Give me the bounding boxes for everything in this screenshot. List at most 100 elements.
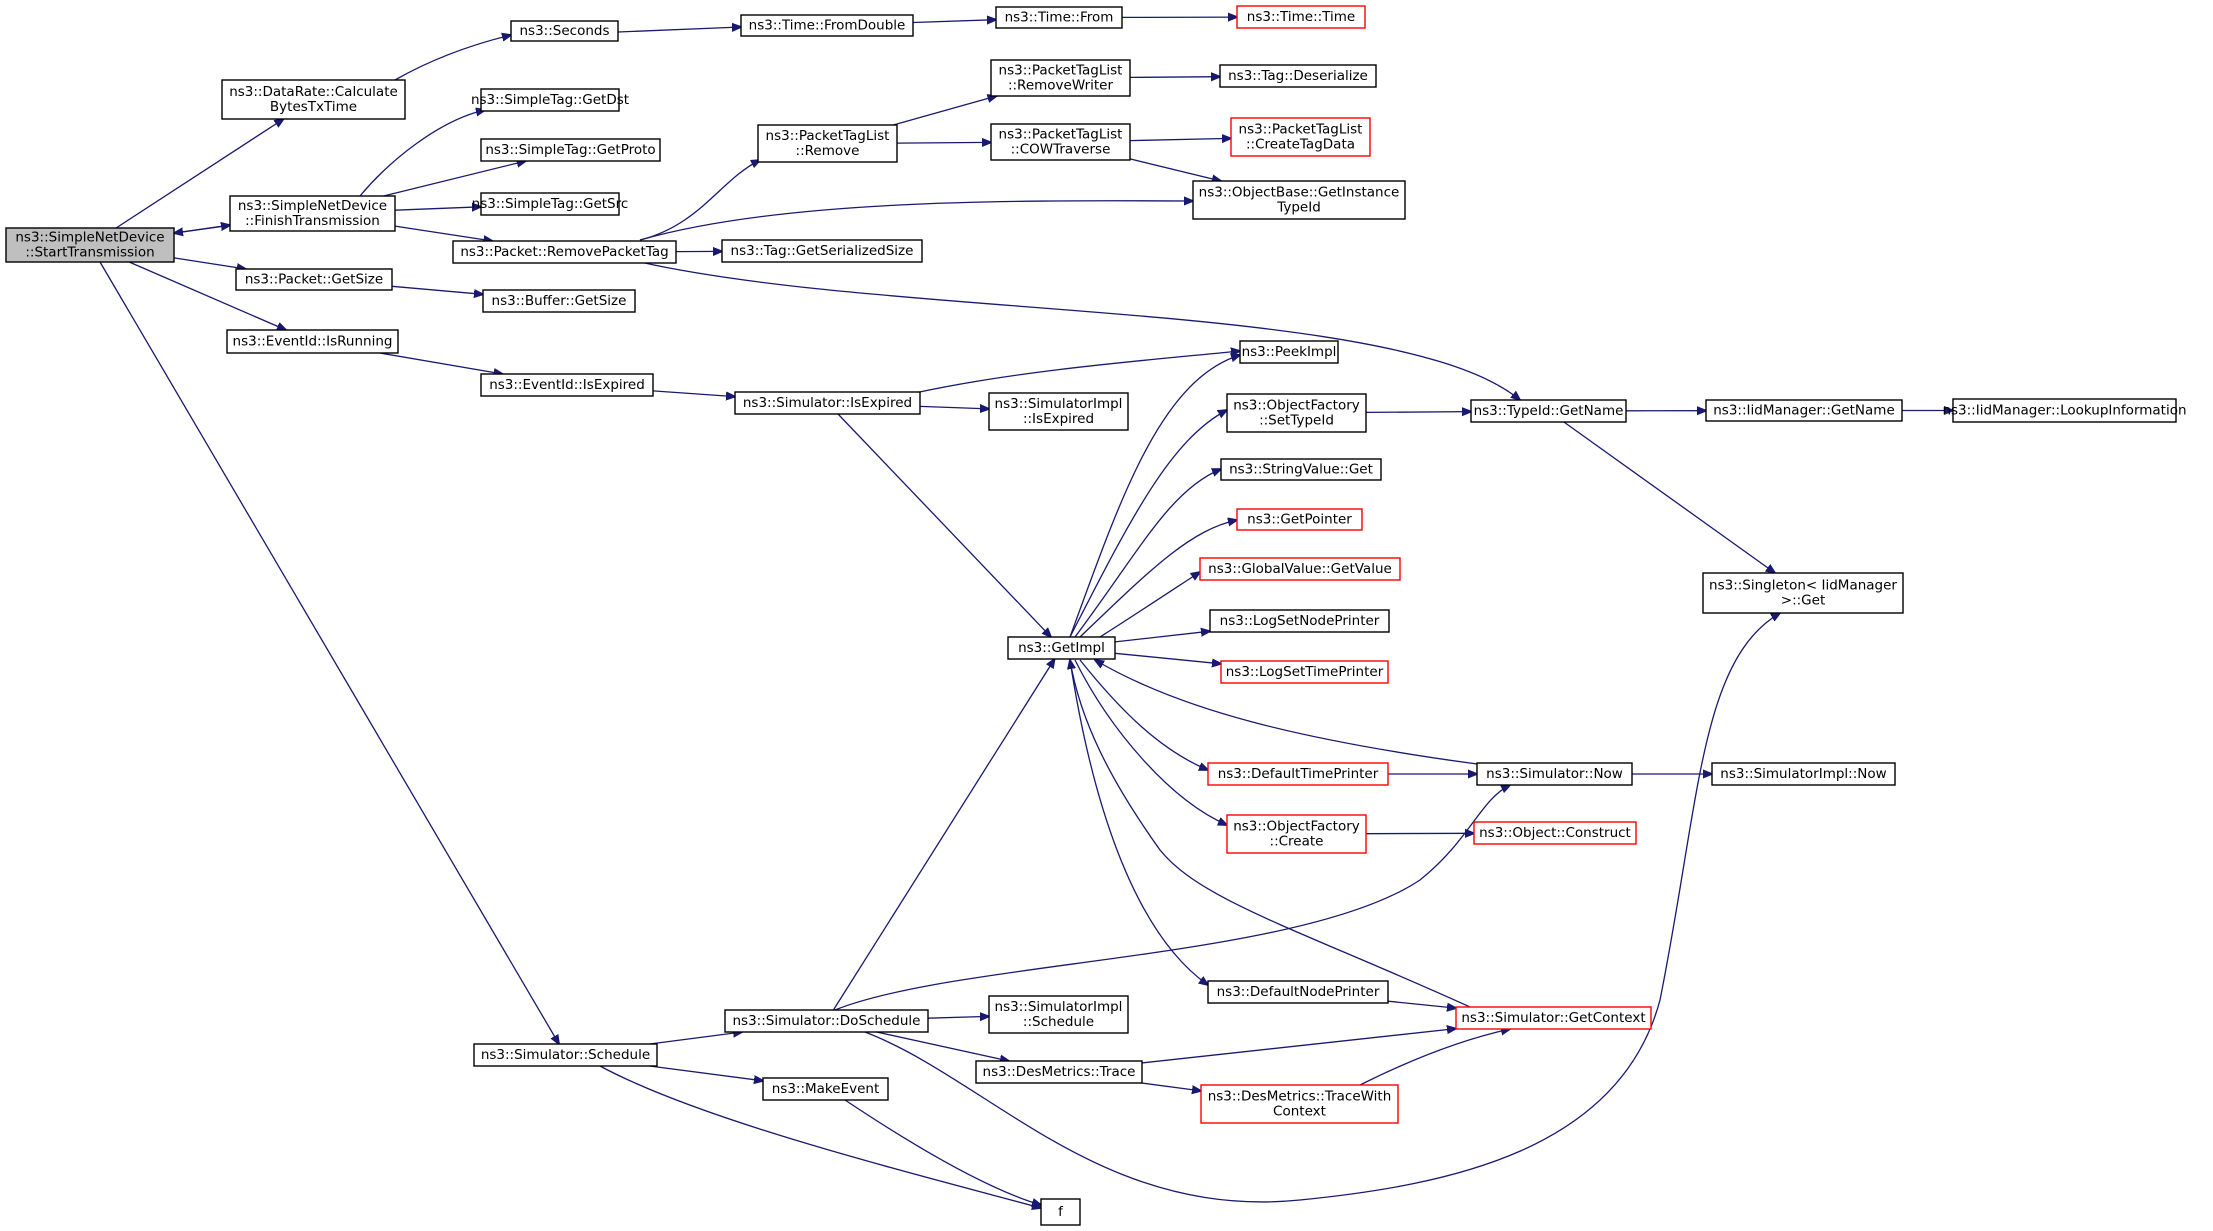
node-pktGetSize[interactable]: ns3::Packet::GetSize [235,268,393,291]
node-isExpired[interactable]: ns3::EventId::IsExpired [480,373,654,397]
node-label: ns3::PacketTagList [766,128,890,144]
node-simNow[interactable]: ns3::Simulator::Now [1476,762,1633,786]
node-tagDeser[interactable]: ns3::Tag::Deserialize [1219,64,1377,88]
edge-seconds-to-fromDouble [617,27,741,33]
node-box [480,192,620,216]
node-timeFrom[interactable]: ns3::Time::From [995,6,1123,29]
node-label: ns3::SimpleTag::GetProto [485,142,655,158]
node-timeTime[interactable]: ns3::Time::Time [1236,5,1366,29]
node-logNodePrinter[interactable]: ns3::LogSetNodePrinter [1209,609,1390,633]
node-box [975,1060,1143,1084]
node-fromDouble[interactable]: ns3::Time::FromDouble [740,14,914,37]
node-label: ns3::SimulatorImpl::Now [1720,766,1886,782]
node-isRunning[interactable]: ns3::EventId::IsRunning [226,329,399,354]
node-finishTx[interactable]: ns3::SimpleNetDevice::FinishTransmission [229,195,396,232]
edge-calcBytes-to-seconds [394,35,511,81]
node-label: ns3::DefaultNodePrinter [1217,984,1380,1000]
node-label: ns3::Time::From [1005,10,1114,26]
node-ofSetTypeId[interactable]: ns3::ObjectFactory::SetTypeId [1226,393,1367,433]
node-defTimePrinter[interactable]: ns3::DefaultTimePrinter [1207,762,1389,786]
node-box [1192,180,1406,220]
node-box [1207,762,1389,786]
node-strValGet[interactable]: ns3::StringValue::Get [1220,458,1382,481]
node-box [226,329,399,354]
node-getSrc[interactable]: ns3::SimpleTag::GetSrc [472,192,629,216]
node-iidLookup[interactable]: ns3::IidManager::LookupInformation [1942,398,2187,423]
node-seconds[interactable]: ns3::Seconds [510,20,619,42]
node-label: ns3::Simulator::DoSchedule [733,1013,921,1029]
node-simImplNow[interactable]: ns3::SimulatorImpl::Now [1711,762,1896,786]
node-desTrace[interactable]: ns3::DesMetrics::Trace [975,1060,1143,1084]
node-box [1007,636,1116,660]
node-label: ns3::Seconds [520,23,610,39]
edge-removeTag-to-typeIdGetName [639,261,1520,400]
edge-ofSetTypeId-to-typeIdGetName [1365,412,1471,413]
node-makeEvent[interactable]: ns3::MakeEvent [762,1077,889,1101]
node-getProto[interactable]: ns3::SimpleTag::GetProto [480,138,661,162]
node-start[interactable]: ns3::SimpleNetDevice::StartTransmission [5,227,175,263]
node-f[interactable]: f [1040,1198,1081,1226]
node-getDst[interactable]: ns3::SimpleTag::GetDst [471,88,629,112]
node-label: ns3::LogSetNodePrinter [1220,613,1380,629]
node-getPointer[interactable]: ns3::GetPointer [1236,508,1363,531]
node-gvGetValue[interactable]: ns3::GlobalValue::GetValue [1199,557,1401,581]
edge-simIsExpired-to-simImplIsExpired [919,406,989,409]
node-doSchedule[interactable]: ns3::Simulator::DoSchedule [724,1009,929,1033]
node-peekImpl[interactable]: ns3::PeekImpl [1239,340,1339,364]
node-label: ns3::DesMetrics::Trace [983,1064,1136,1080]
node-label: ns3::PacketTagList [1239,122,1363,138]
node-box [452,240,677,264]
node-label: ns3::TypeId::GetName [1474,403,1624,419]
node-label: ::IsExpired [1023,411,1094,427]
edge-start-to-pktGetSize [173,257,246,269]
node-label: ns3::GetImpl [1018,640,1105,656]
edge-desTraceCtx-to-simGetContext [1359,1029,1510,1086]
node-ptlRemove[interactable]: ns3::PacketTagList::Remove [757,124,898,163]
node-bufGetSize[interactable]: ns3::Buffer::GetSize [482,289,636,313]
node-simSchedule[interactable]: ns3::Simulator::Schedule [473,1043,658,1067]
node-label: ns3::SimulatorImpl [995,999,1123,1015]
node-iidGetName[interactable]: ns3::IidManager::GetName [1705,399,1903,422]
node-logTimePrinter[interactable]: ns3::LogSetTimePrinter [1220,660,1389,684]
edge-doSchedule-to-getImpl [832,659,1054,1011]
node-removeTag[interactable]: ns3::Packet::RemovePacketTag [452,240,677,264]
node-simIsExpired[interactable]: ns3::Simulator::IsExpired [734,391,921,415]
node-box [1473,821,1637,845]
node-label: ns3::SimpleTag::GetSrc [472,196,629,212]
node-box [480,88,620,112]
node-ofCreate[interactable]: ns3::ObjectFactory::Create [1226,814,1367,854]
edge-simSchedule-to-f [599,1065,1041,1208]
edge-doSchedule-to-simNow [834,785,1510,1011]
node-objConstruct[interactable]: ns3::Object::Construct [1473,821,1637,845]
edge-simSchedule-to-doSchedule [649,1032,742,1045]
node-label: ::StartTransmission [25,245,154,261]
node-defNodePrinter[interactable]: ns3::DefaultNodePrinter [1207,980,1389,1004]
node-typeIdGetName[interactable]: ns3::TypeId::GetName [1470,399,1627,423]
node-getImpl[interactable]: ns3::GetImpl [1007,636,1116,660]
node-cowTraverse[interactable]: ns3::PacketTagList::COWTraverse [990,123,1131,161]
node-tagSerSize[interactable]: ns3::Tag::GetSerializedSize [721,239,923,263]
node-label: ns3::IidManager::LookupInformation [1942,403,2186,419]
node-simGetContext[interactable]: ns3::Simulator::GetContext [1455,1006,1652,1030]
edge-cowTraverse-to-createTagData [1129,138,1231,140]
node-box [480,138,661,162]
edge-removeWriter-to-tagDeser [1129,77,1220,78]
node-label: ns3::Time::Time [1247,9,1355,25]
node-simImplIsExpired[interactable]: ns3::SimulatorImpl::IsExpired [988,392,1129,431]
node-label: ns3::StringValue::Get [1229,462,1373,478]
node-simImplSchedule[interactable]: ns3::SimulatorImpl::Schedule [988,995,1129,1034]
node-label: ns3::DesMetrics::TraceWith [1208,1089,1392,1105]
node-label: >::Get [1781,593,1825,609]
node-box [473,1043,658,1067]
edge-getImpl-to-defNodePrinter [1069,659,1208,985]
node-box [1199,557,1401,581]
node-removeWriter[interactable]: ns3::PacketTagList::RemoveWriter [990,59,1131,97]
node-singleton[interactable]: ns3::Singleton< IidManager >::Get [1702,572,1904,614]
node-label: ns3::DataRate::Calculate [229,84,398,100]
node-box [762,1077,889,1101]
node-createTagData[interactable]: ns3::PacketTagList::CreateTagData [1230,117,1371,157]
edge-ptlRemove-to-removeWriter [893,96,996,126]
